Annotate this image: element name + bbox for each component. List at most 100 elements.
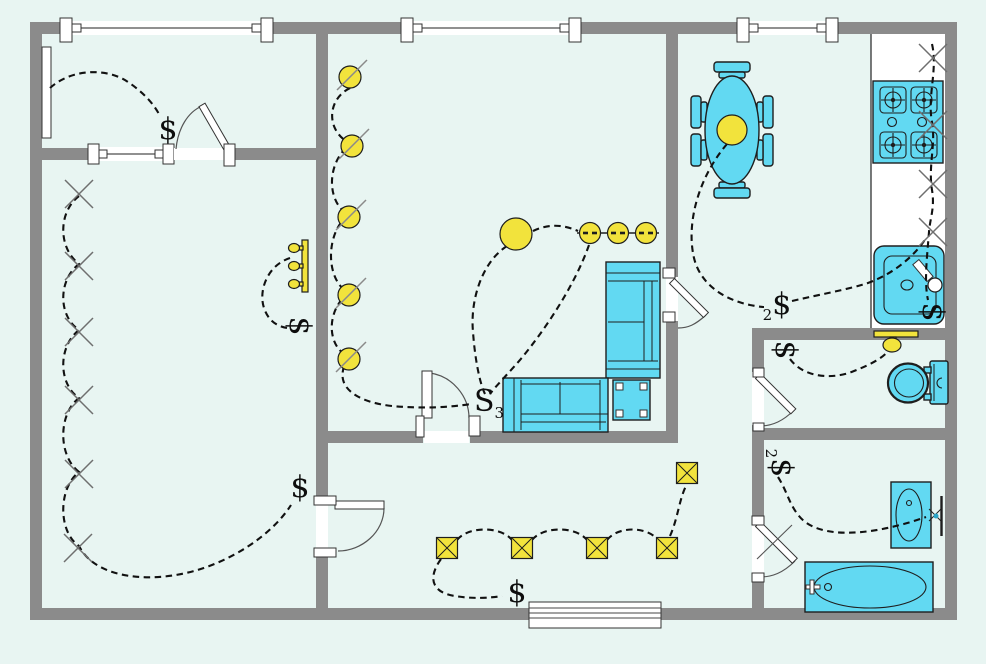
wall-a-upper: [316, 34, 328, 500]
wall-b-left: [42, 148, 88, 160]
wall-lights-living: [335, 59, 370, 373]
walls: [30, 22, 957, 620]
wire-living-lamp: [471, 245, 508, 395]
switch-hall: $: [507, 575, 527, 610]
sliding-window-bottom: [528, 601, 662, 629]
door-dining: [662, 267, 710, 329]
switch-living-s3: S3: [473, 384, 505, 422]
switch-bath-2s: 2$: [762, 448, 799, 478]
dining-chair: [762, 133, 774, 167]
wire-wc: [789, 349, 890, 378]
wall-c-left: [316, 431, 423, 443]
outlet-x: [918, 217, 948, 247]
wall-outer-bottom: [30, 608, 957, 620]
dining-chair: [690, 133, 702, 167]
sofa-horizontal: [502, 377, 609, 433]
dining-chair: [713, 61, 751, 73]
wall-mounted-luminaire: [41, 46, 52, 139]
wire-dining-kitchen: [791, 237, 927, 303]
window-dining-top: [736, 17, 839, 43]
track-spot: [634, 221, 658, 245]
ceiling-lamp-living: [499, 217, 533, 251]
door-bathroom: [751, 515, 798, 583]
door-entry: [174, 102, 236, 167]
door-wc: [752, 367, 797, 432]
outlet-x: [63, 533, 93, 563]
outlet-x: [64, 251, 94, 281]
switch-wc: $: [768, 340, 803, 360]
washbasin: [890, 481, 943, 549]
wire-hall-switch: [432, 558, 503, 599]
outlet-x: [64, 459, 94, 489]
outlet-x: [64, 317, 94, 347]
dining-chair: [762, 95, 774, 129]
window-entry-top: [59, 17, 274, 43]
wall-a-lower: [316, 553, 328, 608]
wire-living-track: [489, 244, 590, 395]
sofa-vertical: [605, 261, 661, 379]
outlet-x: [64, 385, 94, 415]
burner: [910, 86, 938, 114]
outlet-x: [918, 110, 948, 140]
wall-light: [336, 59, 368, 91]
track-spot: [606, 221, 630, 245]
door-leaf: [668, 277, 710, 319]
switch-bedroom-door: $: [290, 470, 310, 505]
door-bedroom-hall: [313, 495, 385, 558]
wall-g-middle: [752, 425, 764, 520]
junction-box: [585, 536, 609, 560]
junction-box: [655, 536, 679, 560]
wall-e-lower: [666, 320, 678, 431]
junction-box: [435, 536, 459, 560]
door-leaf: [421, 370, 433, 419]
ceiling-outlets-bedroom: [63, 179, 94, 563]
ceiling-outlets-kitchen: [918, 43, 948, 247]
wire-bath: [777, 476, 927, 534]
wall-outer-left: [30, 22, 42, 620]
wire-hall-box5: [669, 485, 687, 537]
junction-boxes-hall: [435, 461, 699, 560]
wall-g-lower: [752, 577, 764, 608]
wall-light: [338, 128, 370, 160]
bathtub: [804, 561, 934, 613]
stove-knob: [886, 116, 898, 128]
wall-e-upper: [666, 34, 678, 277]
wire-dining-pendant: [690, 143, 765, 309]
coffee-table: [612, 379, 651, 421]
junction-box: [510, 536, 534, 560]
toilet: [886, 360, 949, 405]
wall-b-right: [235, 148, 316, 160]
door-living-hall: [415, 370, 481, 443]
switch-entry: $: [158, 112, 178, 147]
dining-chair: [690, 95, 702, 129]
stove-knob: [916, 116, 928, 128]
junction-box: [675, 461, 699, 485]
burner: [879, 86, 907, 114]
basin-tap: [933, 513, 939, 519]
wall-c-right: [470, 431, 678, 443]
wall-g-upper: [752, 328, 764, 372]
outlet-x: [918, 169, 948, 199]
wall-light: [335, 277, 367, 309]
wire-kitchen-outlets: [924, 43, 935, 301]
wall-light: [335, 199, 367, 231]
switch-dining-2s: 2$: [762, 287, 792, 324]
switch-kitchen: $: [915, 302, 950, 322]
burner: [879, 131, 907, 159]
wire-lamp-track-link: [532, 224, 579, 232]
outlet-x: [918, 43, 948, 73]
switch-bedroom-sconce: $: [282, 316, 317, 336]
wiring: [49, 43, 935, 599]
wire-bedroom-outlets: [62, 195, 292, 579]
window-entry-interior: [87, 143, 175, 165]
wire-hall-boxes: [456, 528, 659, 541]
outlet-x: [64, 179, 94, 209]
wire-entry: [49, 71, 161, 117]
pendant-lamp-dining: [716, 114, 748, 146]
wall-h: [752, 428, 945, 440]
wall-outer-right: [945, 22, 957, 620]
window-living-top: [400, 17, 582, 43]
wall-light: [335, 341, 367, 373]
